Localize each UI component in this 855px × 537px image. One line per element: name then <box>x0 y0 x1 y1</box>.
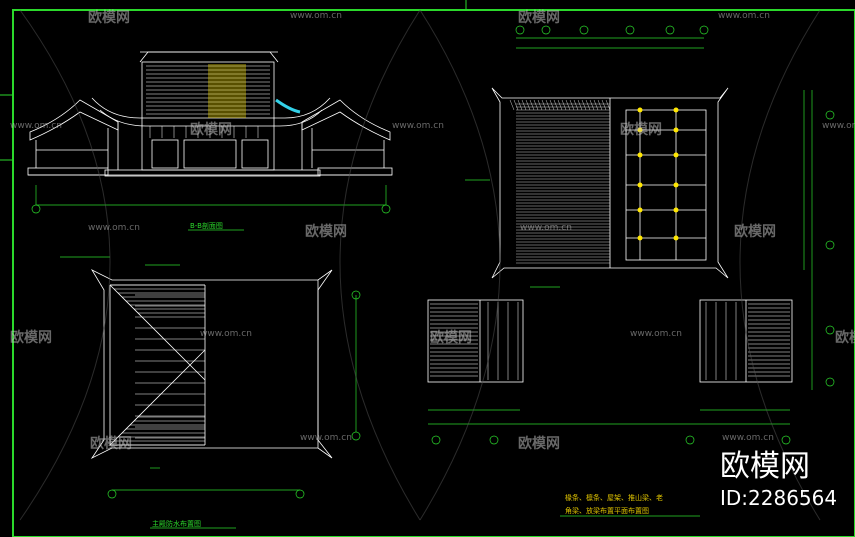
purlin-plan-title-line1: 椽条、檩条、屋架、推山梁、老 <box>565 493 663 502</box>
section-highlight <box>208 64 301 118</box>
watermark-site: www.om.cn <box>290 11 342 21</box>
watermark-brand: 欧模网 <box>10 329 52 346</box>
watermark-brand: 欧模网 <box>734 223 776 240</box>
hatch-line <box>513 99 519 111</box>
section-hatching <box>146 65 270 138</box>
gable-plan-right <box>699 299 793 383</box>
hatch-line <box>517 99 523 111</box>
section-b-b <box>27 51 393 177</box>
watermark-brand: 欧模网 <box>430 329 472 346</box>
section-title: B-B剖面图 <box>190 221 223 230</box>
hatch-line <box>569 99 575 111</box>
watermark-site: www.om.cn <box>520 223 572 233</box>
hatch-line <box>589 99 595 111</box>
watermark-brand: 欧模网 <box>190 121 232 138</box>
hatch-line <box>597 99 603 111</box>
section-dimensions <box>31 185 391 231</box>
hatch-line <box>521 99 527 111</box>
hatch-line <box>565 99 571 111</box>
watermark-id: ID:2286564 <box>720 486 837 510</box>
watermark-site: www.om.cn <box>200 329 252 339</box>
hatch-line <box>537 99 543 111</box>
gable-right-lines <box>705 302 790 380</box>
purlin-dimensions <box>465 25 835 390</box>
watermark-brand-large: 欧模网 <box>720 449 810 484</box>
hatch-line <box>577 99 583 111</box>
roof-drainage-plan <box>90 269 333 460</box>
watermark-site: www.om.cn <box>718 11 770 21</box>
watermark-brand: 欧模网 <box>88 9 130 26</box>
gable-plan-left <box>427 299 524 383</box>
purlin-nodes <box>637 107 679 241</box>
hatch-line <box>601 99 607 111</box>
gable-left-lines <box>430 302 519 380</box>
watermark-site: www.om.cn <box>722 433 774 443</box>
watermark-site: www.om.cn <box>822 121 855 131</box>
purlin-plan-title-line2: 角梁、放梁布置平面布置图 <box>565 506 649 515</box>
hatch-line <box>561 99 567 111</box>
watermark-brand: 欧模网 <box>518 435 560 452</box>
roof-drainage-title: 主殿防水布置图 <box>152 519 201 528</box>
hatch-line <box>581 99 587 111</box>
watermark-site: www.om.cn <box>630 329 682 339</box>
watermark-brand: 欧模网 <box>305 223 347 240</box>
hatch-line <box>541 99 547 111</box>
watermark-brand: 欧模网 <box>620 121 662 138</box>
hatch-line <box>529 99 535 111</box>
watermark-arcs <box>19 9 821 521</box>
rafter-lines <box>509 99 611 264</box>
hatch-line <box>553 99 559 111</box>
hatch-line <box>545 99 551 111</box>
hatch-line <box>585 99 591 111</box>
hatch-line <box>605 99 611 111</box>
watermark-brand: 欧模网 <box>90 435 132 452</box>
drainage-slope-lines <box>110 284 205 446</box>
watermark-site: www.om.cn <box>300 433 352 443</box>
watermark-brand: 欧模网 <box>835 329 855 346</box>
watermark-site: www.om.cn <box>392 121 444 131</box>
watermark-layer: 欧模网 www.om.cn 欧模网 www.om.cn www.om.cn 欧模… <box>10 9 855 510</box>
hatch-line <box>557 99 563 111</box>
watermark-site: www.om.cn <box>88 223 140 233</box>
hatch-line <box>509 99 515 111</box>
watermark-site: www.om.cn <box>10 121 62 131</box>
hatch-line <box>593 99 599 111</box>
hatch-line <box>533 99 539 111</box>
purlin-plan <box>491 87 729 279</box>
hatch-line <box>573 99 579 111</box>
hatch-line <box>549 99 555 111</box>
watermark-brand: 欧模网 <box>518 9 560 26</box>
hatch-line <box>525 99 531 111</box>
drainage-dimensions <box>60 256 361 529</box>
